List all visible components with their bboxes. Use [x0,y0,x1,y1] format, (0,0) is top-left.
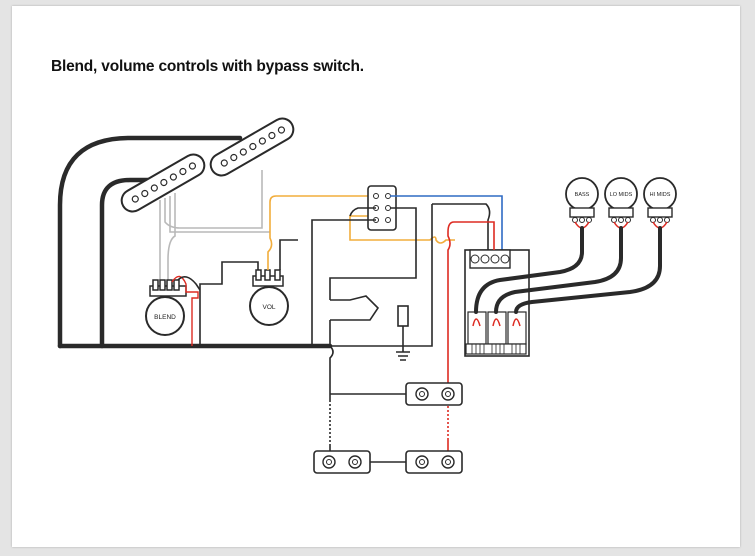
jack-block-bottom-left [313,450,371,474]
blend-red-lead [171,275,199,346]
bass-label: BASS [575,192,590,198]
lo-mids-pot: LO MIDS [604,177,638,223]
orange-wires [267,195,455,270]
switch-black-wires [311,203,491,347]
hi-mids-label: HI MIDS [650,192,671,198]
preamp-red-leads [472,318,521,327]
eq-cables [474,226,662,314]
bass-pot: BASS [565,177,599,223]
lo-mids-label: LO MIDS [610,192,633,198]
blend-pot: BLEND [145,279,187,336]
blend-label: BLEND [154,314,176,321]
jack-block-top [405,382,463,406]
output-jack [329,295,410,394]
blend-black-lead [177,276,201,291]
ground-wires [57,135,333,349]
neck-pickup [120,153,206,213]
jack-block-bottom-right [405,450,463,474]
bypass-switch [367,185,397,231]
bridge-pickup [209,117,295,177]
blue-wire [390,195,503,250]
diagram-title: Blend, volume controls with bypass switc… [51,58,364,75]
hi-mids-pot: HI MIDS [643,177,677,223]
diagram-sheet: Blend, volume controls with bypass switc… [12,6,740,547]
volume-wires [199,239,298,346]
volume-label: VOL [262,304,275,311]
volume-pot: VOL [249,269,289,326]
